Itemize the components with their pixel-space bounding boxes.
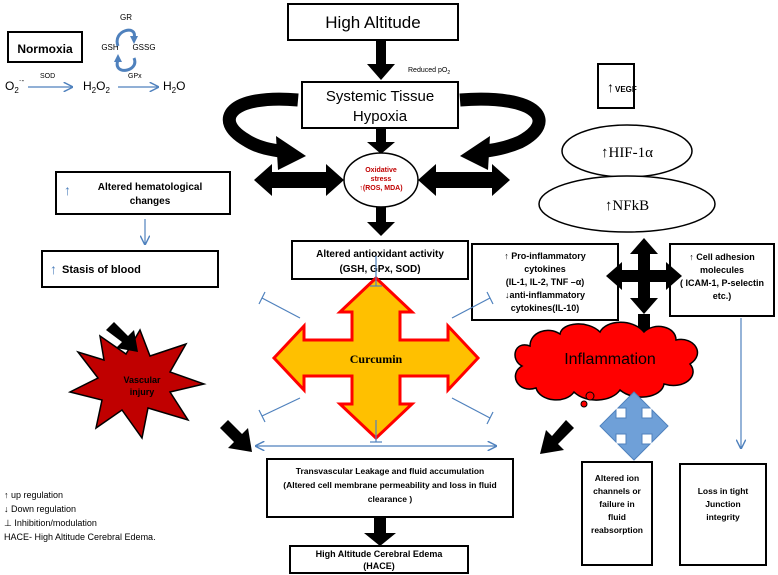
leakage-box bbox=[266, 458, 514, 518]
high-altitude-label: High Altitude bbox=[325, 13, 420, 32]
double-arrow-right bbox=[418, 164, 510, 196]
hematological-line1: Altered hematological bbox=[98, 182, 203, 193]
oxidative-line1: Oxidative bbox=[365, 167, 397, 174]
curcumin-label: Curcumin bbox=[350, 352, 403, 366]
leakage-line2: (Altered cell membrane permeability and … bbox=[283, 480, 497, 490]
gsh-label: GSH bbox=[101, 43, 119, 52]
tight-line2: Junction bbox=[705, 499, 740, 509]
sod-label: SOD bbox=[40, 73, 55, 80]
o2-radical: O2·- bbox=[5, 76, 24, 95]
vascular-line1: Vascular bbox=[123, 375, 161, 385]
cell-adhesion-box bbox=[669, 243, 775, 317]
inflammation-cloud bbox=[514, 321, 699, 401]
ion-line3: failure in bbox=[599, 499, 634, 509]
vegf-label: VEGF bbox=[615, 85, 637, 94]
antioxidant-box bbox=[291, 240, 469, 280]
legend: ↑ up regulation ↓ Down regulation ⊥ Inhi… bbox=[4, 490, 156, 542]
legend-up: ↑ up regulation bbox=[4, 490, 63, 500]
inhibition-lines bbox=[258, 256, 494, 443]
gr-cycle-arrow-bottom bbox=[115, 57, 137, 72]
tight-line1: Loss in tight bbox=[698, 486, 749, 496]
arrow-leakage-to-hace bbox=[364, 517, 396, 546]
gr-cycle-head-top bbox=[130, 36, 138, 44]
legend-hace: HACE- High Altitude Cerebral Edema. bbox=[4, 532, 156, 542]
vascular-line2: injury bbox=[130, 387, 155, 397]
arrow-inflammation-to-leakage bbox=[540, 420, 574, 454]
hif-label: ↑HIF-1α bbox=[601, 145, 653, 161]
stasis-up-arrow: ↑ bbox=[50, 261, 57, 277]
normoxia-label: Normoxia bbox=[17, 42, 73, 56]
arrow-altitude-to-hypoxia bbox=[367, 40, 395, 80]
stasis-box bbox=[41, 250, 219, 288]
systemic-hypoxia-line1: Systemic Tissue bbox=[326, 88, 434, 105]
oxidative-line3: ↑(ROS, MDA) bbox=[359, 185, 402, 192]
curved-arrow-right bbox=[459, 92, 546, 159]
curved-arrow-left-head bbox=[276, 136, 306, 170]
blue-cross-arrow bbox=[599, 391, 669, 461]
gr-cycle-arrow-top bbox=[115, 28, 136, 47]
hace-line2: (HACE) bbox=[363, 561, 395, 571]
gpx-label: GPx bbox=[128, 73, 142, 80]
arrow-stress-to-antioxidant bbox=[367, 207, 395, 236]
gr-cycle-head-bottom bbox=[114, 54, 122, 62]
cloud-bubble-2 bbox=[580, 400, 588, 408]
curved-arrow-left bbox=[222, 92, 299, 159]
curved-arrow-right-head bbox=[460, 136, 490, 170]
cloud-bubble-1 bbox=[585, 391, 595, 401]
proinflammatory-line3: (IL-1, IL-2, TNF –α) bbox=[506, 277, 585, 287]
arrow-vascular-to-leakage bbox=[220, 420, 252, 452]
hace-box bbox=[289, 545, 469, 574]
nfkb-node bbox=[538, 175, 716, 233]
antioxidant-line2: (GSH, GPx, SOD) bbox=[339, 264, 420, 275]
inflammation-label: Inflammation bbox=[564, 351, 656, 368]
ion-line1: Altered ion bbox=[595, 473, 639, 483]
nfkb-label: ↑NFkB bbox=[605, 198, 649, 214]
hematological-up-arrow: ↑ bbox=[64, 182, 71, 198]
proinflammatory-line1: ↑ Pro-inflammatory bbox=[504, 251, 586, 261]
ion-line5: reabsorption bbox=[591, 525, 643, 535]
hace-line1: High Altitude Cerebral Edema bbox=[316, 549, 444, 559]
proinflammatory-line2: cytokines bbox=[524, 264, 566, 274]
gr-label: GR bbox=[120, 13, 132, 22]
hematological-line2: changes bbox=[130, 196, 171, 207]
ion-line2: channels or bbox=[593, 486, 641, 496]
hematological-box bbox=[55, 171, 231, 215]
cell-adhesion-line4: etc.) bbox=[713, 291, 732, 301]
reduced-po2-label: Reduced pO2 bbox=[408, 67, 450, 76]
ion-line4: fluid bbox=[608, 512, 626, 522]
four-way-arrow bbox=[606, 238, 682, 314]
oxidative-line2: stress bbox=[371, 176, 392, 183]
vascular-injury-shape bbox=[67, 328, 207, 440]
high-altitude-box bbox=[287, 3, 459, 41]
antioxidant-line1: Altered antioxidant activity bbox=[316, 249, 444, 260]
legend-inhibition: ⊥ Inhibition/modulation bbox=[4, 518, 97, 528]
double-arrow-left bbox=[254, 164, 344, 196]
vegf-up-arrow: ↑ bbox=[607, 79, 614, 95]
cell-adhesion-line2: molecules bbox=[700, 265, 744, 275]
leakage-line3: clearance ) bbox=[368, 494, 413, 504]
ion-channel-box bbox=[581, 461, 653, 566]
arrow-stasis-to-vascular bbox=[106, 322, 138, 352]
tight-junction-box bbox=[679, 463, 767, 566]
legend-down: ↓ Down regulation bbox=[4, 504, 76, 514]
stasis-label: Stasis of blood bbox=[62, 264, 141, 276]
arrow-hypoxia-to-stress bbox=[367, 128, 395, 154]
cell-adhesion-line1: ↑ Cell adhesion bbox=[689, 252, 755, 262]
systemic-hypoxia-line2: Hypoxia bbox=[353, 108, 408, 125]
tight-line3: integrity bbox=[706, 512, 740, 522]
proinflammatory-line5: cytokines(IL-10) bbox=[511, 303, 580, 313]
h2o2-label: H2O2 bbox=[83, 79, 110, 95]
gssg-label: GSSG bbox=[132, 43, 155, 52]
normoxia-reactions: Normoxia GR GSH GSSG O2·- SOD H2O2 GPx H… bbox=[5, 13, 185, 95]
normoxia-box bbox=[7, 31, 83, 63]
cell-adhesion-line3: ( ICAM-1, P-selectin bbox=[680, 278, 764, 288]
proinflammatory-line4: ↓anti-inflammatory bbox=[505, 290, 585, 300]
h2o-label: H2O bbox=[163, 79, 185, 95]
leakage-line1: Transvascular Leakage and fluid accumula… bbox=[296, 466, 484, 476]
vegf-box bbox=[597, 63, 635, 109]
